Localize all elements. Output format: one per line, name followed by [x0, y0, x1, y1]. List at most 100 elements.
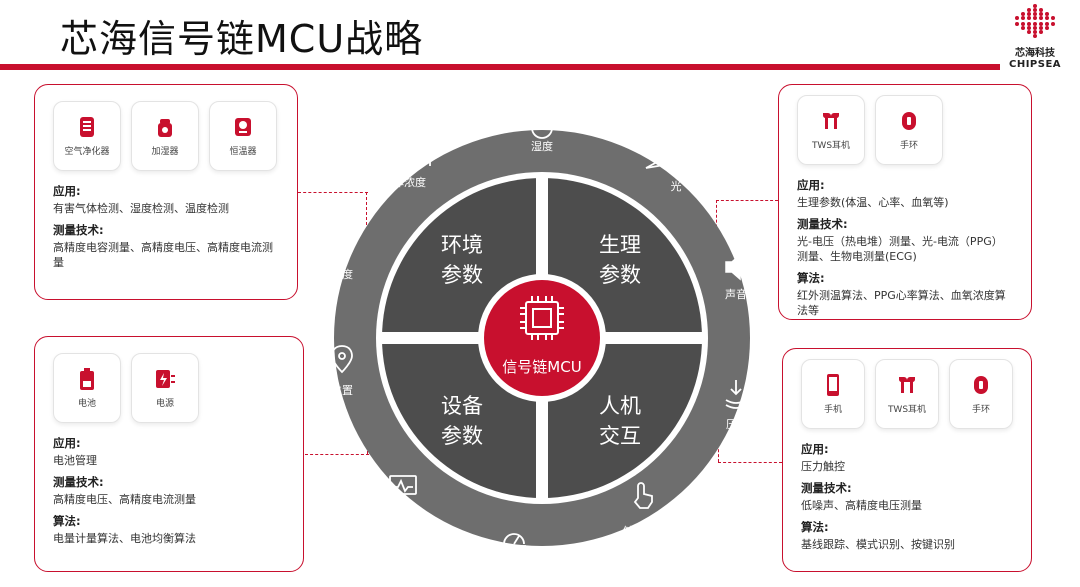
device-list: 手机 TWS耳机 手环 — [801, 359, 1013, 429]
algorithm-title: 算法: — [797, 271, 825, 285]
ring-label-light: 光 — [671, 179, 682, 193]
device-label: 电源 — [155, 399, 174, 409]
segment-device-line1: 设备 — [441, 394, 483, 418]
location-pin-icon — [331, 345, 353, 374]
ring-label-sound: 声音 — [725, 287, 747, 301]
tech-title: 测量技术: — [53, 223, 104, 237]
tech-body: 高精度电压、高精度电流测量 — [53, 493, 196, 506]
tech-body: 光-电压（热电堆）测量、光-电流（PPG）测量、生物电测量(ECG) — [797, 235, 1003, 263]
application-title: 应用: — [53, 436, 81, 450]
droplet-icon — [531, 108, 553, 139]
center-label: 信号链MCU — [502, 358, 581, 376]
humidifier-icon — [158, 119, 172, 137]
panel-physiology: TWS耳机 手环 应用: 生理参数(体温、心率、血氧等) 测量技术: 光-电压（… — [778, 84, 1032, 320]
device-phone: 手机 — [801, 359, 865, 429]
page-title: 芯海信号链MCU战略 — [60, 17, 424, 61]
logo-text-en: CHIPSEA — [1008, 59, 1062, 70]
center-circle — [484, 280, 600, 396]
gauge-icon — [420, 140, 440, 166]
application-body: 生理参数(体温、心率、血氧等) — [797, 196, 949, 209]
connector-env-v — [366, 192, 367, 250]
application-body: 有害气体检测、湿度检测、温度检测 — [53, 202, 229, 215]
segment-hmi-line1: 人机 — [599, 394, 641, 418]
device-label: 电池 — [77, 399, 96, 409]
device-battery: 电池 — [53, 353, 121, 423]
device-wristband: 手环 — [875, 95, 943, 165]
application-body: 电池管理 — [53, 454, 97, 467]
device-label: 加湿器 — [151, 147, 179, 157]
segment-device-line2: 参数 — [441, 424, 483, 448]
ring-label-humidity: 湿度 — [531, 139, 553, 153]
algorithm-title: 算法: — [53, 514, 81, 528]
battery-icon — [80, 368, 94, 390]
device-tws-earbuds: TWS耳机 — [797, 95, 865, 165]
waveform-monitor-icon — [389, 475, 417, 495]
ring-label-touch: 触摸 — [623, 524, 645, 538]
device-list: 电池 电源 — [53, 353, 285, 423]
algorithm-body: 红外测温算法、PPG心率算法、血氧浓度算法等 — [797, 289, 1006, 317]
segment-phys-line1: 生理 — [599, 233, 641, 257]
device-humidifier: 加湿器 — [131, 101, 199, 171]
power-plug-icon — [156, 370, 175, 388]
device-label: 手环 — [971, 405, 990, 415]
device-label: 手环 — [899, 141, 918, 151]
logo-text-cn: 芯海科技 — [1015, 48, 1055, 59]
earbuds-icon — [822, 113, 840, 129]
application-title: 应用: — [797, 178, 825, 192]
device-wristband: 手环 — [949, 359, 1013, 429]
device-label: 空气净化器 — [64, 147, 110, 157]
segment-hmi-line2: 交互 — [599, 424, 641, 448]
thermostat-icon — [235, 118, 251, 136]
ring-label-position: 位置 — [331, 383, 353, 397]
application-title: 应用: — [53, 184, 81, 198]
tech-body: 低噪声、高精度电压测量 — [801, 499, 922, 512]
segment-env-line2: 参数 — [441, 263, 483, 287]
header-divider — [0, 64, 1000, 70]
speaker-icon — [725, 253, 748, 281]
device-thermostat: 恒温器 — [209, 101, 277, 171]
ring-label-gas: 气体浓度 — [382, 175, 426, 189]
tech-body: 高精度电容测量、高精度电压、高精度电流测量 — [53, 241, 273, 269]
device-label: 手机 — [823, 405, 842, 415]
device-air-purifier: 空气净化器 — [53, 101, 121, 171]
connector-device — [305, 454, 369, 455]
segment-env-line1: 环境 — [441, 233, 483, 257]
device-list: 空气净化器 加湿器 恒温器 — [53, 101, 279, 171]
thermometer-icon — [337, 227, 349, 256]
tech-title: 测量技术: — [797, 217, 848, 231]
touch-hand-icon — [633, 482, 653, 509]
ring-label-temperature: 温度 — [331, 267, 353, 281]
device-label: TWS耳机 — [811, 141, 851, 151]
voltmeter-icon — [502, 533, 526, 547]
device-list: TWS耳机 手环 — [797, 95, 1013, 165]
connector-phys-h2 — [716, 200, 778, 201]
logo-mark-icon — [1015, 4, 1055, 38]
tech-title: 测量技术: — [801, 481, 852, 495]
segment-phys-line2: 参数 — [599, 263, 641, 287]
ring-label-voltage: 电压 — [503, 554, 525, 567]
connector-hmi-h2 — [718, 462, 782, 463]
ring-label-current: 电流 — [399, 507, 421, 521]
device-power-supply: 电源 — [131, 353, 199, 423]
panel-environment: 空气净化器 加湿器 恒温器 应用: 有害气体检测、湿度检测、温度检测 测量技术:… — [34, 84, 298, 300]
algorithm-title: 算法: — [801, 520, 829, 534]
application-body: 压力触控 — [801, 460, 845, 473]
device-label: TWS耳机 — [887, 405, 927, 415]
panel-hmi: 手机 TWS耳机 手环 应用: 压力触控 测量技术: 低噪声、高精度电压测量 算… — [782, 348, 1032, 572]
wristband-icon — [974, 376, 988, 394]
ring-label-pressure: 压力 — [726, 418, 748, 431]
wristband-icon — [902, 112, 916, 130]
algorithm-body: 基线跟踪、模式识别、按键识别 — [801, 538, 955, 551]
device-tws-earbuds: TWS耳机 — [875, 359, 939, 429]
connector-env — [298, 192, 368, 193]
company-logo: 芯海科技 CHIPSEA — [1000, 2, 1070, 74]
tech-title: 测量技术: — [53, 475, 104, 489]
light-beam-icon — [645, 152, 677, 169]
device-label: 恒温器 — [229, 147, 257, 157]
algorithm-body: 电量计量算法、电池均衡算法 — [53, 532, 196, 545]
air-purifier-icon — [80, 117, 94, 137]
application-title: 应用: — [801, 442, 829, 456]
chip-icon — [520, 296, 564, 340]
earbuds-icon — [898, 377, 916, 393]
